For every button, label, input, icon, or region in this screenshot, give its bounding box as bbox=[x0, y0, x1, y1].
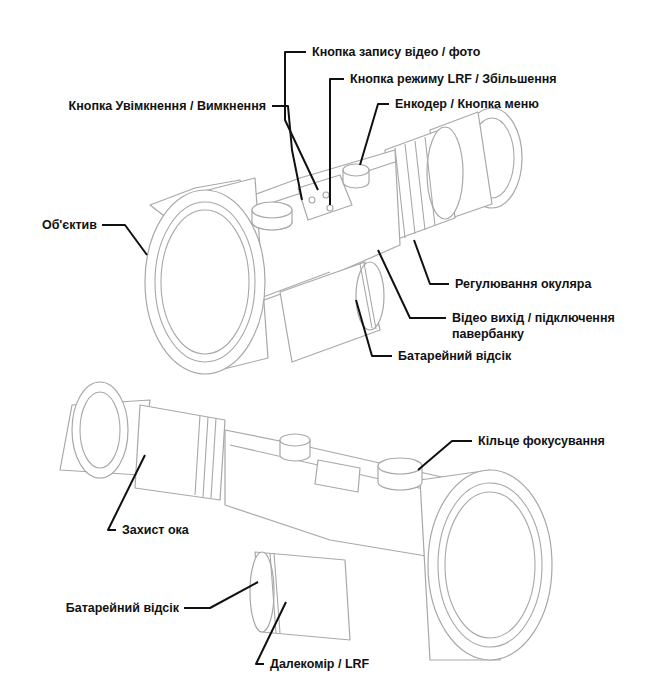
part-label: Кнопка режиму LRF / Збільшення bbox=[350, 71, 557, 87]
part-label: Енкодер / Кнопка меню bbox=[395, 96, 539, 112]
leader-line bbox=[108, 455, 145, 530]
bottom-scope bbox=[60, 382, 552, 660]
leader-line bbox=[256, 602, 286, 664]
objective bbox=[428, 470, 552, 660]
leader-line bbox=[378, 250, 446, 318]
leader-line bbox=[360, 104, 389, 165]
leader-line bbox=[102, 225, 147, 255]
part-label: Кнопка Увімкнення / Вимкнення bbox=[69, 98, 266, 114]
part-label: Кнопка запису відео / фото bbox=[312, 44, 480, 60]
leader-line bbox=[272, 106, 302, 200]
objective bbox=[145, 190, 265, 374]
part-label: Батарейний відсік bbox=[66, 600, 179, 616]
eyecup bbox=[72, 382, 128, 478]
part-label: Регулювання окуляра bbox=[455, 276, 591, 292]
part-label: Об'єктив bbox=[42, 217, 97, 233]
part-label: Відео вихід / підключення павербанку bbox=[452, 310, 622, 342]
leader-line bbox=[356, 300, 392, 356]
part-label: Далекомір / LRF bbox=[270, 656, 369, 672]
leader-line bbox=[418, 441, 472, 470]
eyepiece bbox=[135, 405, 225, 500]
part-label: Батарейний відсік bbox=[398, 348, 511, 364]
part-label: Кільце фокусування bbox=[478, 433, 605, 449]
leader-line bbox=[414, 240, 449, 284]
leader-line bbox=[330, 79, 344, 205]
leader-line bbox=[184, 582, 258, 608]
part-label: Захист ока bbox=[122, 522, 189, 538]
